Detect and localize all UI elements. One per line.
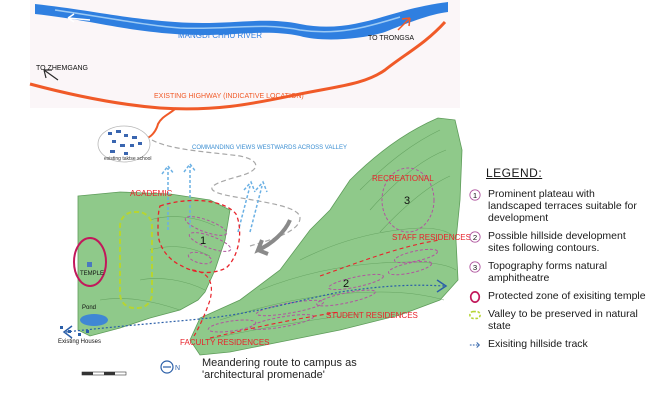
contour-lines [99, 129, 457, 341]
legend-item-amphitheatre: 3 Topography forms natural amphitheatre [468, 260, 648, 284]
terrain-east-ridge [189, 117, 463, 356]
meandering-route [151, 139, 301, 247]
pond-label: Pond [82, 305, 96, 311]
views-label: COMMANDING VIEWS WESTWARDS ACROSS VALLEY [192, 145, 347, 151]
north-arrow-icon [160, 360, 174, 374]
existing-houses-label: Existing Houses [58, 339, 101, 345]
taktse-school [97, 125, 151, 163]
highway-spur [145, 107, 177, 139]
legend-text-hillside: Possible hillside development sites foll… [488, 230, 626, 254]
svg-text:3: 3 [473, 263, 477, 272]
legend-item-plateau: 1 Prominent plateau with landscaped terr… [468, 188, 648, 224]
existing-houses [60, 326, 89, 336]
legend-text-temple: Protected zone of exisiting temple [488, 290, 646, 302]
student-residences-label: STUDENT RESIDENCES [326, 311, 418, 320]
legend-item-temple: Protected zone of exisiting temple [468, 290, 648, 303]
hillside-track-icon [469, 342, 481, 348]
legend-text-plateau: Prominent plateau with landscaped terrac… [488, 188, 637, 224]
arrow-to-zhemgang-icon [43, 69, 59, 81]
river-highlight [54, 9, 401, 33]
highway-label: EXISTING HIGHWAY (INDICATIVE LOCATION) [154, 93, 304, 100]
to-trongsa-label: TO TRONGSA [368, 35, 414, 42]
river-label: MANGDI CHHU RIVER [178, 31, 262, 40]
zone-number-2: 2 [343, 278, 349, 290]
legend-item-track: Exisiting hillside track [468, 338, 648, 350]
north-label: N [175, 365, 180, 372]
river-flow-arrow-icon [67, 13, 91, 23]
zone-number-1: 1 [200, 235, 206, 247]
legend-item-valley: Valley to be preserved in natural state [468, 308, 648, 332]
route-caption: Meandering route to campus as 'architect… [202, 357, 357, 381]
legend: LEGEND: 1 Prominent plateau with landsca… [468, 166, 648, 356]
legend-text-amphitheatre: Topography forms natural amphitheatre [488, 260, 608, 284]
zone-number-3: 3 [404, 195, 410, 207]
faculty-residences-label: FACULTY RESIDENCES [180, 338, 270, 347]
academic-dev-sites [184, 216, 232, 265]
temple-protected-zone [73, 237, 107, 287]
academic-label: ACADEMIC [130, 189, 172, 198]
numbered-site-1-icon: 1 [469, 189, 481, 201]
academic-zone-boundary [157, 199, 241, 274]
recreational-label: RECREATIONAL [372, 174, 434, 183]
pond [80, 314, 108, 326]
recreational-dev-site [381, 167, 435, 233]
temple-label: TEMPLE [80, 271, 104, 277]
legend-title: LEGEND: [486, 166, 543, 180]
legend-item-hillside: 2 Possible hillside development sites fo… [468, 230, 648, 254]
existing-highway [29, 20, 447, 111]
temple-building-icon [87, 262, 92, 267]
numbered-site-3-icon: 3 [469, 261, 481, 273]
preserved-valley-icon [469, 310, 481, 320]
terrain-west [77, 191, 231, 337]
route-direction-arrow-icon [254, 219, 292, 256]
residence-zone-boundaries [209, 239, 441, 339]
svg-text:1: 1 [473, 191, 477, 200]
preserved-valley [119, 211, 153, 309]
scale-bar [81, 371, 127, 376]
school-label: existing taktse school [104, 156, 152, 162]
legend-text-valley: Valley to be preserved in natural state [488, 308, 638, 332]
track-east-arrow-icon [436, 279, 448, 293]
arrow-to-trongsa-icon [397, 17, 411, 31]
svg-text:2: 2 [473, 233, 477, 242]
numbered-site-2-icon: 2 [469, 231, 481, 243]
legend-text-track: Exisiting hillside track [488, 338, 588, 350]
to-zhemgang-label: TO ZHEMGANG [36, 65, 88, 72]
staff-residences-label: STAFF RESIDENCES [392, 233, 471, 242]
track-west-arrow-icon [62, 325, 73, 339]
views-arrows [161, 162, 268, 233]
protected-zone-icon [469, 291, 481, 303]
